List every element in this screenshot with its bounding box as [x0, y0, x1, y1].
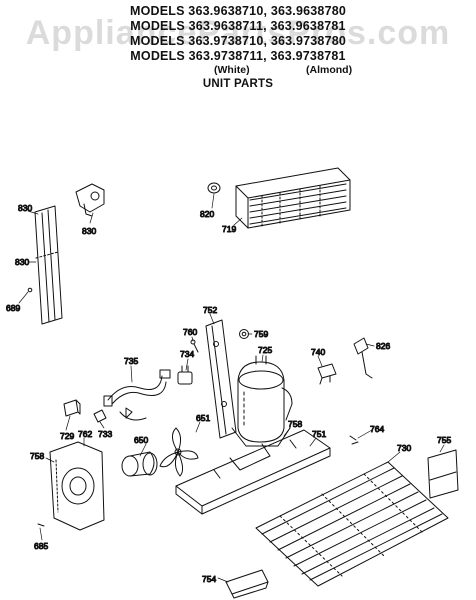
callout-751: 751: [312, 429, 326, 439]
compressor-part: [231, 355, 293, 447]
callout-685: 685: [34, 541, 48, 551]
callout-725: 725: [258, 345, 272, 355]
callout-730: 730: [397, 443, 411, 453]
callout-760: 760: [183, 327, 197, 337]
fan-blade-part: [159, 427, 199, 477]
mounting-base-part: [175, 429, 331, 515]
screw-689-part: [27, 287, 33, 293]
nut-759-part: [239, 329, 249, 339]
grommet-part: [207, 182, 221, 194]
callout-764: 764: [370, 424, 384, 434]
leader-lines: [18, 193, 445, 583]
color-label-almond: (Almond): [306, 64, 353, 76]
connector-part: [93, 409, 107, 423]
callout-734: 734: [180, 349, 194, 359]
relay-part: [317, 363, 337, 385]
wiring-harness-part: [103, 369, 171, 421]
callout-758-base: 758: [288, 419, 302, 429]
callout-820: 820: [200, 209, 214, 219]
models-line-1: MODELS 363.9638710, 363.9638780: [129, 4, 347, 18]
color-label-white: (White): [214, 64, 250, 76]
terminal-block-part: [63, 399, 81, 417]
models-line-4: MODELS 363.9738711, 363.9738781: [130, 49, 346, 63]
callout-752: 752: [203, 305, 217, 315]
screw-764-part: [349, 435, 359, 445]
callout-719: 719: [222, 224, 236, 234]
drain-pan-bracket-part: [427, 449, 459, 499]
condenser-coil-part: [255, 461, 449, 587]
fan-motor-part: [121, 451, 158, 477]
start-relay-part: [177, 365, 193, 385]
overload-part: [353, 337, 373, 379]
callout-758-left: 758: [30, 451, 44, 461]
callout-740: 740: [311, 347, 325, 357]
fan-shroud-part: [49, 441, 105, 531]
callout-689: 689: [6, 303, 20, 313]
callout-651: 651: [196, 413, 210, 423]
pan-754-part: [225, 569, 269, 599]
callout-830-top: 830: [18, 203, 32, 213]
callout-735: 735: [124, 356, 138, 366]
callout-830-clip: 830: [82, 226, 96, 236]
callout-729: 729: [60, 431, 74, 441]
callout-759: 759: [254, 329, 268, 339]
drain-channel-part: [34, 205, 63, 325]
callout-755: 755: [437, 435, 451, 445]
screw-685-part: [37, 523, 45, 527]
callout-830-mid: 830: [15, 257, 29, 267]
callout-650: 650: [134, 435, 148, 445]
callout-754: 754: [202, 574, 216, 584]
callout-762: 762: [78, 429, 92, 439]
drain-clip-part: [75, 183, 105, 217]
callout-826: 826: [376, 341, 390, 351]
mounting-bracket-part: [205, 319, 237, 439]
diagram-title: UNIT PARTS: [202, 78, 274, 90]
watermark: AppliancePartsPros.com: [25, 14, 451, 52]
callout-733: 733: [98, 429, 112, 439]
models-line-2: MODELS 363.9638711, 363.9638781: [130, 19, 346, 33]
models-line-3: MODELS 363.9738710, 363.9738780: [129, 34, 347, 48]
condenser-part: [235, 167, 351, 229]
